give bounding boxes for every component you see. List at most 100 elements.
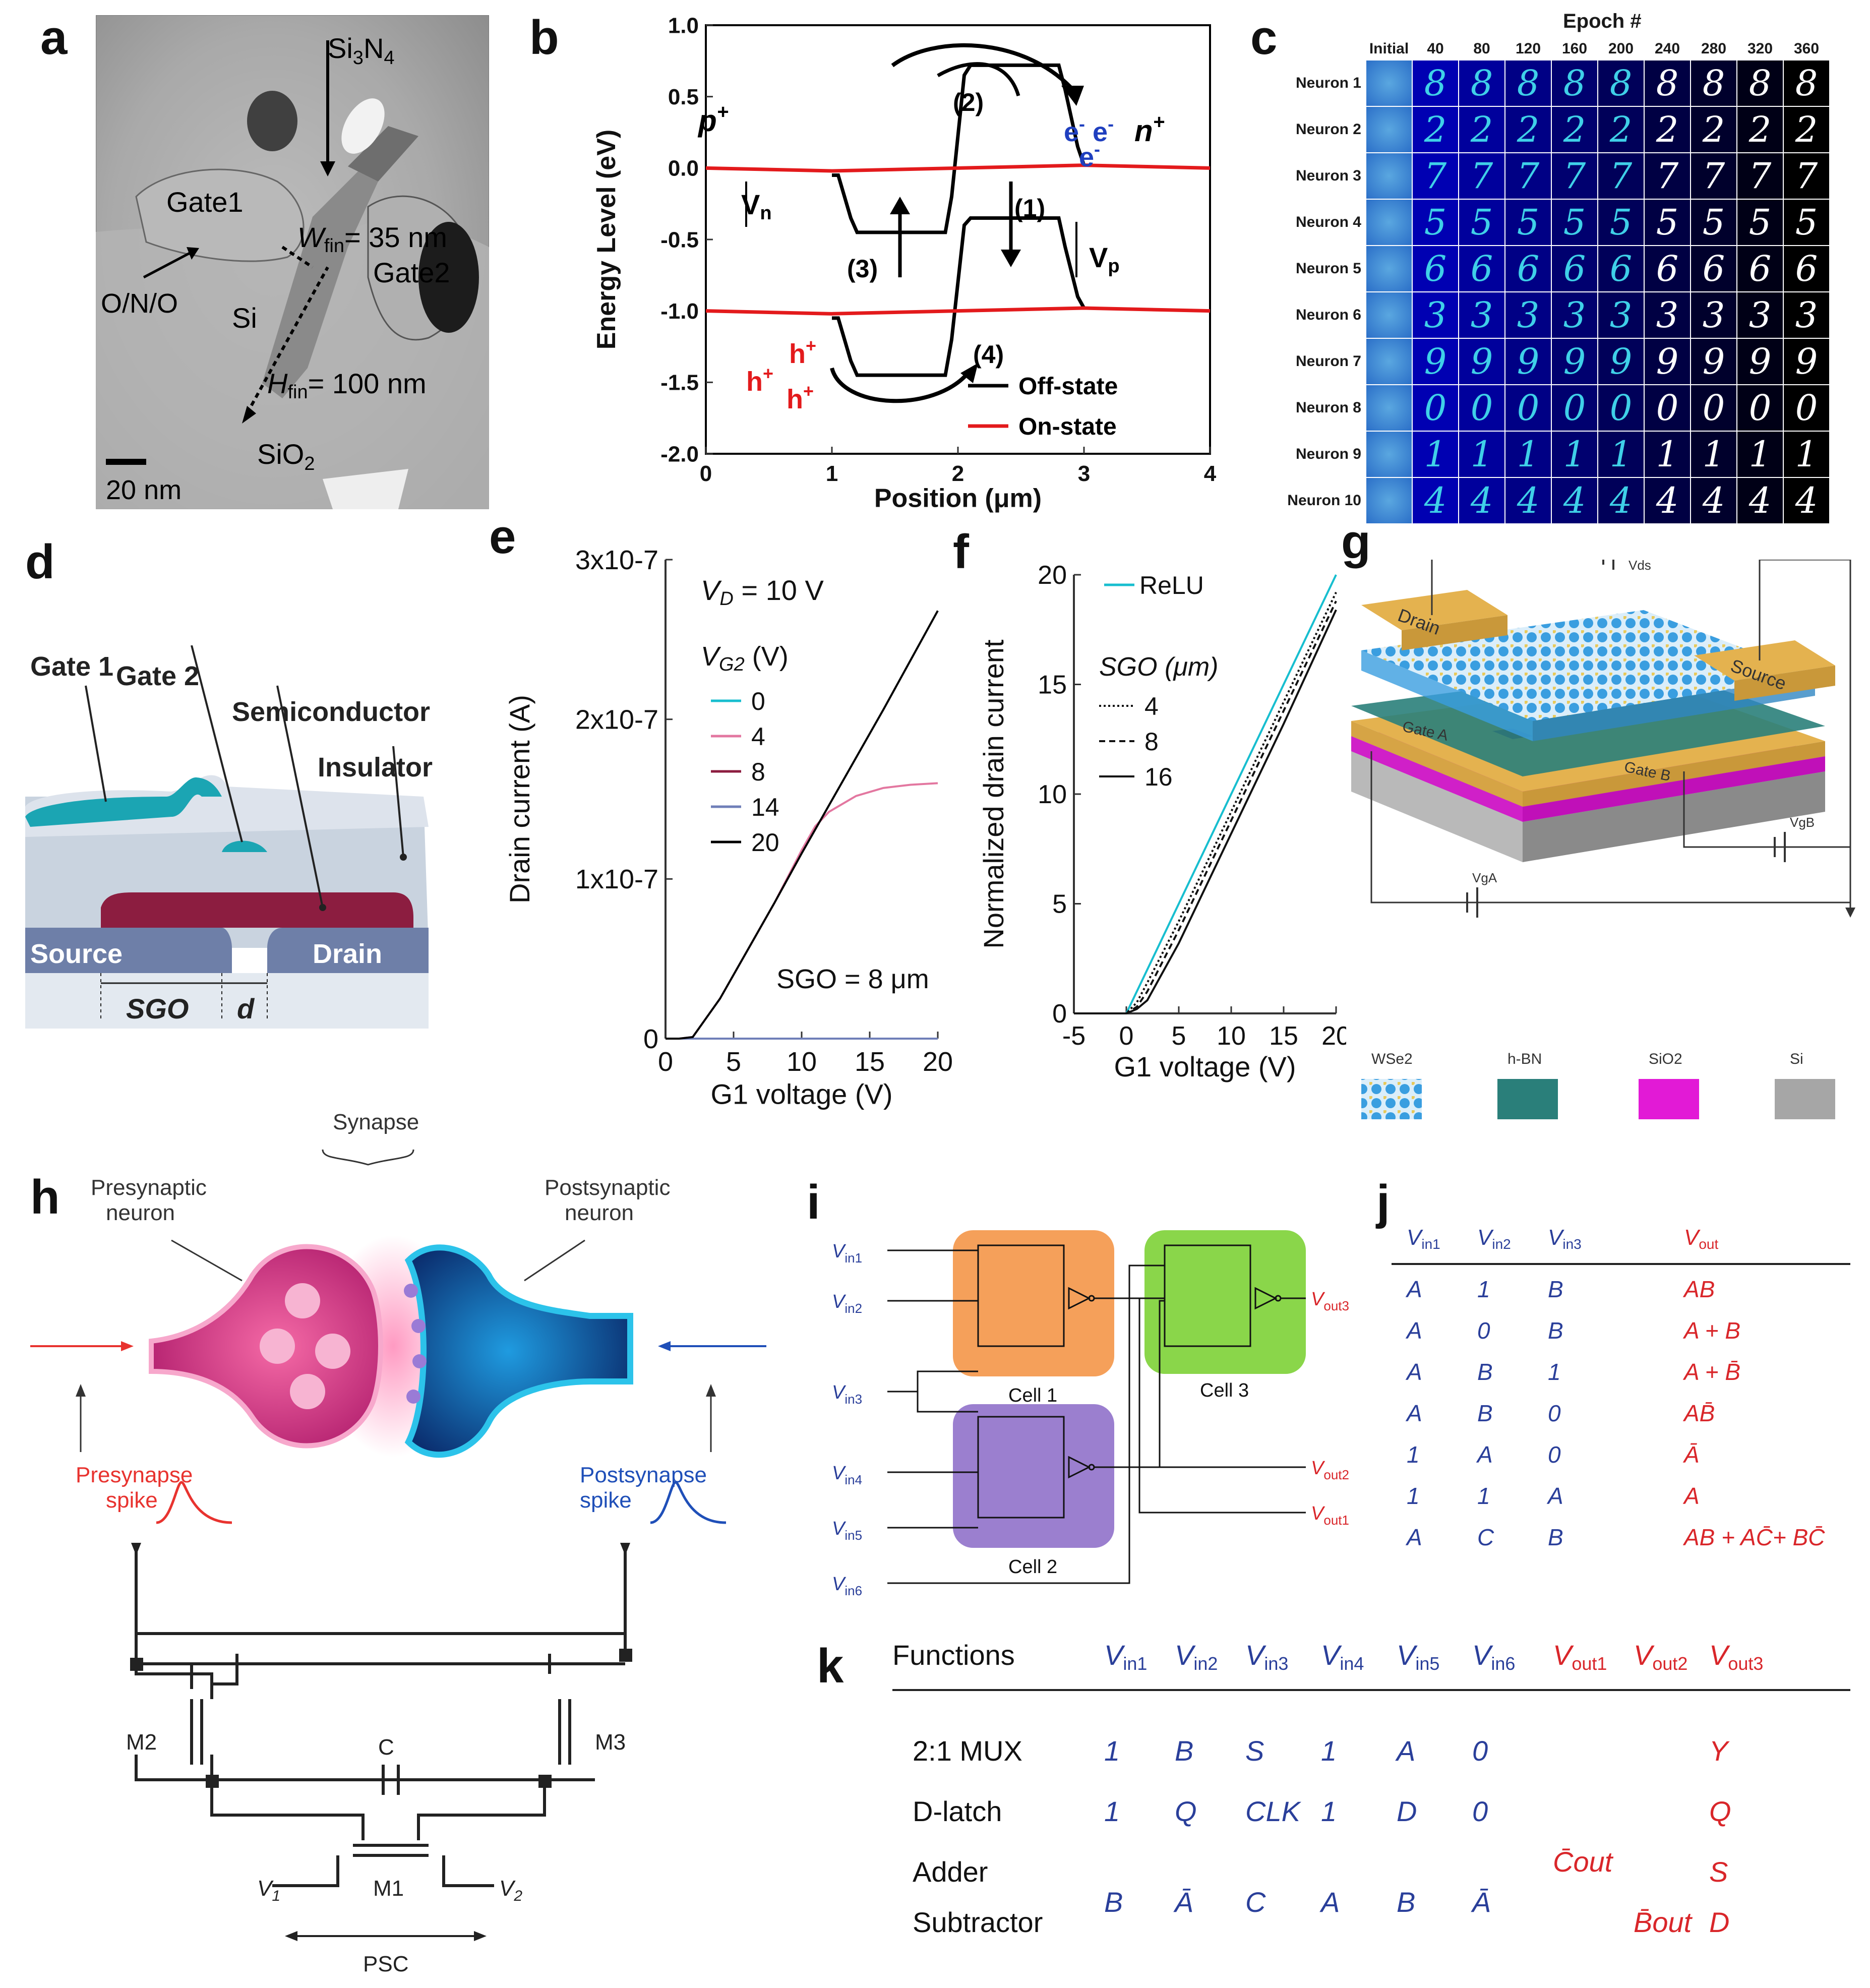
legend-wse2-swatch [1361,1079,1422,1119]
truth-table-cell: A [1407,1400,1422,1426]
output-label-vout2: Vout2 [1311,1458,1349,1482]
vds-wire [1431,560,1761,660]
epoch-column-header: 40 [1427,40,1444,57]
truth-table-cell: A + B [1684,1317,1741,1344]
neuron-weight-tile: 7 [1459,153,1504,199]
x-tick-label: 0 [700,461,712,486]
y-tick-label: 10 [1038,780,1067,809]
neuron-weight-tile: 7 [1552,153,1597,199]
y-tick-label: 20 [1038,561,1067,590]
y-axis-title: Normalized drain current [978,639,1009,949]
function-table-cell: A [1397,1735,1416,1767]
neuron-weight-tile: 6 [1505,246,1551,291]
neuron-weight-tile: 3 [1598,292,1644,338]
synapse-label: Synapse [333,1110,419,1134]
neuron-weight-tile: 8 [1691,61,1736,106]
neuron-weight-tile: 3 [1413,292,1458,338]
neuron-weight-tile [1366,478,1412,523]
neuron-weight-tile: 0 [1552,385,1597,431]
neuron-weight-tile: 5 [1645,200,1690,245]
cell3-box [1144,1230,1306,1374]
drain-pad [1361,590,1507,630]
legend-hbn-swatch [1497,1079,1558,1119]
neuron-weight-tile: 2 [1552,107,1597,152]
function-table-cell: 1 [1104,1735,1120,1767]
function-table-cell: 0 [1472,1795,1488,1827]
hole-label-2: h+ [789,335,816,369]
label-ono: O/N/O [101,288,178,319]
neuron-weight-tile: 5 [1459,200,1504,245]
function-table-cell: A [1321,1886,1340,1918]
legend-sio2-label: SiO2 [1649,1051,1682,1067]
neuron-weight-tile: 6 [1737,246,1783,291]
neuron-weight-tile: 5 [1413,200,1458,245]
function-table-cell: S [1709,1856,1728,1888]
annot-2: (2) [953,88,984,116]
v2-label: V2 [499,1876,522,1904]
function-table-header: Vin1 [1104,1639,1148,1674]
truth-table-cell: AB + AC̄+ BC̄ [1684,1524,1825,1550]
x-tick-label: 4 [1204,461,1217,486]
neuron-weight-tile: 8 [1784,61,1829,106]
epoch-column-header: 240 [1654,40,1680,57]
x-tick-label: 5 [1172,1021,1186,1051]
gate2-shape [222,840,267,852]
y-tick-label: 1.0 [668,15,699,38]
gate1-label: Gate 1 [30,651,113,682]
x-tick-label: -5 [1062,1021,1085,1051]
neuron-weight-tile: 6 [1691,246,1736,291]
function-table-header: Vin5 [1397,1639,1440,1674]
neuron-weight-tile [1366,432,1412,477]
sgo-note: SGO = 8 μm [776,964,929,994]
wse2-device-illustration: Drain Source Gate A Gate B Vds VgA VgB W… [1351,560,1855,1119]
y-tick-label: -2.0 [660,442,699,466]
neuron-weight-tile: 1 [1598,432,1644,477]
neuron-weight-tile: 2 [1737,107,1783,152]
cell3-label: Cell 3 [1200,1380,1249,1401]
panel-label-d: d [25,535,55,589]
epoch-title: Epoch # [1563,10,1642,32]
function-table-header: Vin2 [1175,1639,1218,1674]
neuron-row-label: Neuron 3 [1295,167,1361,184]
neuron-weight-tile: 9 [1691,339,1736,384]
neuron-weight-tile: 2 [1784,107,1829,152]
series-line-4 [666,782,938,1040]
function-table-cell: 1 [1321,1795,1337,1827]
truth-table-cell: A [1548,1483,1563,1509]
neuron-weight-tile: 4 [1645,478,1690,523]
legend-on-label: On-state [1018,413,1117,440]
panel-label-k: k [817,1639,844,1693]
function-table-cell: B [1175,1735,1194,1767]
substrate-layer [25,973,429,1029]
neuron-weight-tile: 0 [1505,385,1551,431]
legend-sio2-swatch [1639,1079,1699,1119]
gate2-text: Gate 2 [116,661,200,691]
epoch-column-header: 360 [1793,40,1820,57]
arrow-4 [830,367,970,403]
truth-table-cell: 1 [1477,1276,1490,1302]
legend-label: 4 [1144,692,1159,720]
neuron-weight-tile [1366,61,1412,106]
neuron-weight-tile: 4 [1552,478,1597,523]
y-tick-label: -0.5 [660,227,699,252]
neuron-weight-tile: 9 [1459,339,1504,384]
neuron-row-label: Neuron 8 [1295,399,1361,416]
neuron-weight-tile: 3 [1645,292,1690,338]
truth-table-cell: 1 [1548,1359,1561,1385]
epoch-column-header: 280 [1701,40,1727,57]
neuron-weight-tile: 4 [1459,478,1504,523]
bright-spot-2 [323,469,408,509]
x-axis-title: Position (μm) [874,484,1042,513]
neuron-weight-tile: 8 [1552,61,1597,106]
epoch-column-header: 120 [1515,40,1541,57]
c-label: C [378,1735,394,1760]
m2-label: M2 [126,1730,157,1755]
gate1-region [135,168,305,262]
m1-label: M1 [373,1876,404,1901]
legend-label-relu: ReLU [1139,571,1204,599]
x-tick-label: 0 [658,1047,673,1077]
neuron-row-label: Neuron 10 [1287,492,1361,509]
